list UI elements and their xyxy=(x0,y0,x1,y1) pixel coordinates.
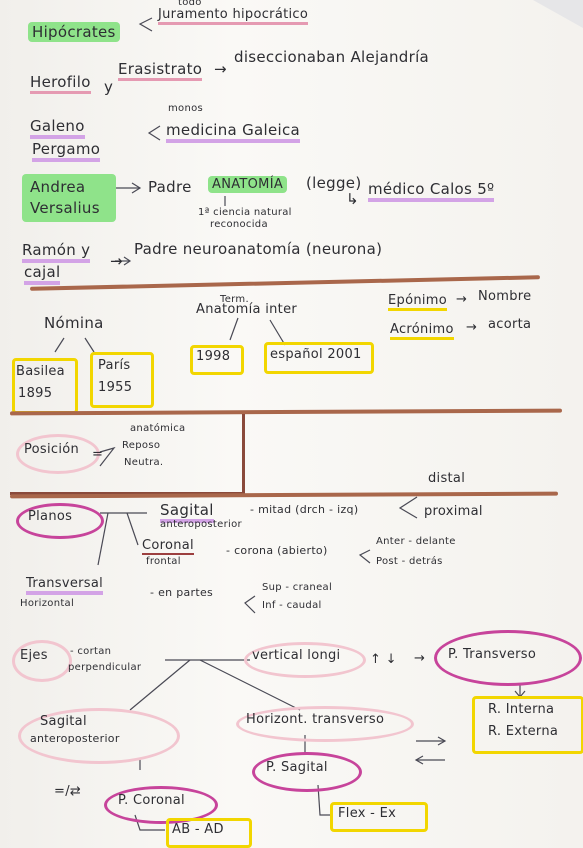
sup-label: Sup - craneal xyxy=(262,582,333,593)
acorta: acorta xyxy=(488,317,532,332)
vertical-oval xyxy=(244,642,366,678)
plano-coronal: Coronal xyxy=(142,538,194,555)
eponimo: Epónimo xyxy=(388,293,447,311)
p-sagital: P. Sagital xyxy=(266,760,328,775)
hipocrates-sup: todo xyxy=(178,0,202,8)
r-externa: R. Externa xyxy=(488,724,559,739)
ejes-desc2: perpendicular xyxy=(68,662,142,673)
inf-label: Inf - caudal xyxy=(262,600,322,611)
rotacion-box xyxy=(472,696,583,754)
galeno-sup: monos xyxy=(168,103,204,114)
ejes-label: Ejes xyxy=(20,648,48,663)
post-label: Post - detrás xyxy=(376,556,443,567)
nombre: Nombre xyxy=(478,289,532,304)
plano-sagital: Sagital xyxy=(160,501,214,523)
galeno-item: medicina Galeica xyxy=(166,121,301,143)
eje-vertical: vertical longi xyxy=(252,648,341,663)
year-1998: 1998 xyxy=(196,349,231,364)
pergamo-name: Pergamo xyxy=(32,140,101,162)
andrea-highlight xyxy=(22,174,116,222)
nomina-anatomia: Anatomía inter xyxy=(196,302,298,317)
p-transverso: P. Transverso xyxy=(448,647,537,662)
p-coronal-oval xyxy=(104,786,218,824)
coronal-frontal: frontal xyxy=(146,556,181,567)
acronimo-arrow: → xyxy=(466,320,478,335)
p-sagital-oval xyxy=(252,752,362,792)
p-coronal: P. Coronal xyxy=(118,793,185,808)
paris-box xyxy=(90,352,154,408)
eponimo-arrow: → xyxy=(456,292,468,307)
transversal-partes: - en partes xyxy=(150,586,214,599)
ab-ad: AB - AD xyxy=(172,822,224,837)
cajal-name: cajal xyxy=(24,263,61,285)
ramon-arrow: → xyxy=(110,252,123,270)
planos-oval xyxy=(16,503,104,539)
flex-box xyxy=(330,802,428,832)
flex-ex: Flex - Ex xyxy=(338,806,397,821)
herofilo-arrow: → xyxy=(214,60,227,78)
ejes-desc1: - cortan xyxy=(70,646,112,657)
coronal-corona: - corona (abierto) xyxy=(226,544,328,557)
andrea-legge: (legge) xyxy=(306,174,362,192)
basilea-label: Basilea xyxy=(16,364,65,379)
espanol-box xyxy=(264,342,374,374)
eje-arrow: → xyxy=(414,651,426,666)
eje-updown: ↑ ↓ xyxy=(370,652,397,667)
posicion-opt3: Neutra. xyxy=(124,457,164,468)
andrea-arrow2: ↳ xyxy=(346,190,359,208)
posicion-opt2: Reposo xyxy=(122,440,161,451)
herofilo-name: Herofilo xyxy=(30,73,91,94)
ramon-name: Ramón y xyxy=(22,241,91,263)
erasistrato-name: Erasistrato xyxy=(118,60,203,81)
proximal-label: proximal xyxy=(424,504,483,519)
eje-horizontal: Horizont. transverso xyxy=(246,712,385,727)
year-1998-box xyxy=(190,345,244,375)
eje-sagital-sub: anteroposterior xyxy=(30,732,120,745)
abad-box xyxy=(166,818,252,848)
paris-label: París xyxy=(98,358,131,373)
ejes-oval xyxy=(12,640,72,682)
hipocrates-item: Juramento hipocrático xyxy=(158,7,309,25)
ramon-item: Padre neuroanatomía (neurona) xyxy=(134,240,383,258)
eje-sagital: Sagital xyxy=(40,714,87,729)
andrea-anatomia: ANATOMÍA xyxy=(208,176,288,193)
nomina-term: Term. xyxy=(220,294,249,305)
posicion-label: Posición xyxy=(24,442,80,457)
herofilo-joiner: y xyxy=(104,78,114,96)
posicion-eq: = xyxy=(92,447,104,462)
anter-label: Anter - delante xyxy=(376,536,456,547)
horizontal-oval xyxy=(236,706,414,742)
hipocrates-name: Hipócrates xyxy=(28,22,120,42)
andrea-padre: Padre xyxy=(148,178,192,196)
paris-year: 1955 xyxy=(98,380,133,395)
neq-symbol: =/⇄ xyxy=(54,784,82,799)
r-interna: R. Interna xyxy=(488,702,555,717)
planos-label: Planos xyxy=(28,509,73,524)
distal-label: distal xyxy=(428,471,466,486)
transversal-horizontal: Horizontal xyxy=(20,598,75,609)
p-transverso-oval xyxy=(434,630,582,686)
sagital-sub: anteroposterior xyxy=(160,519,242,530)
acronimo: Acrónimo xyxy=(390,322,454,340)
posicion-opt1: anatómica xyxy=(130,423,186,434)
nomina-title: Nómina xyxy=(44,314,104,332)
plano-transversal: Transversal xyxy=(26,576,104,595)
posicion-oval xyxy=(16,434,100,474)
andrea-name: Andrea xyxy=(30,178,86,196)
andrea-note2: reconocida xyxy=(210,219,268,230)
sagital-mitad: - mitad (drch - izq) xyxy=(250,503,359,516)
basilea-year: 1895 xyxy=(18,386,53,401)
galeno-name: Galeno xyxy=(30,117,85,139)
versalius-name: Versalius xyxy=(30,199,100,217)
andrea-medico: médico Calos 5º xyxy=(368,180,495,202)
sagital-oval xyxy=(18,708,180,764)
andrea-note1: 1ª ciencia natural xyxy=(198,207,292,218)
herofilo-item: diseccionaban Alejandría xyxy=(234,48,430,66)
espanol-2001: español 2001 xyxy=(270,347,362,362)
